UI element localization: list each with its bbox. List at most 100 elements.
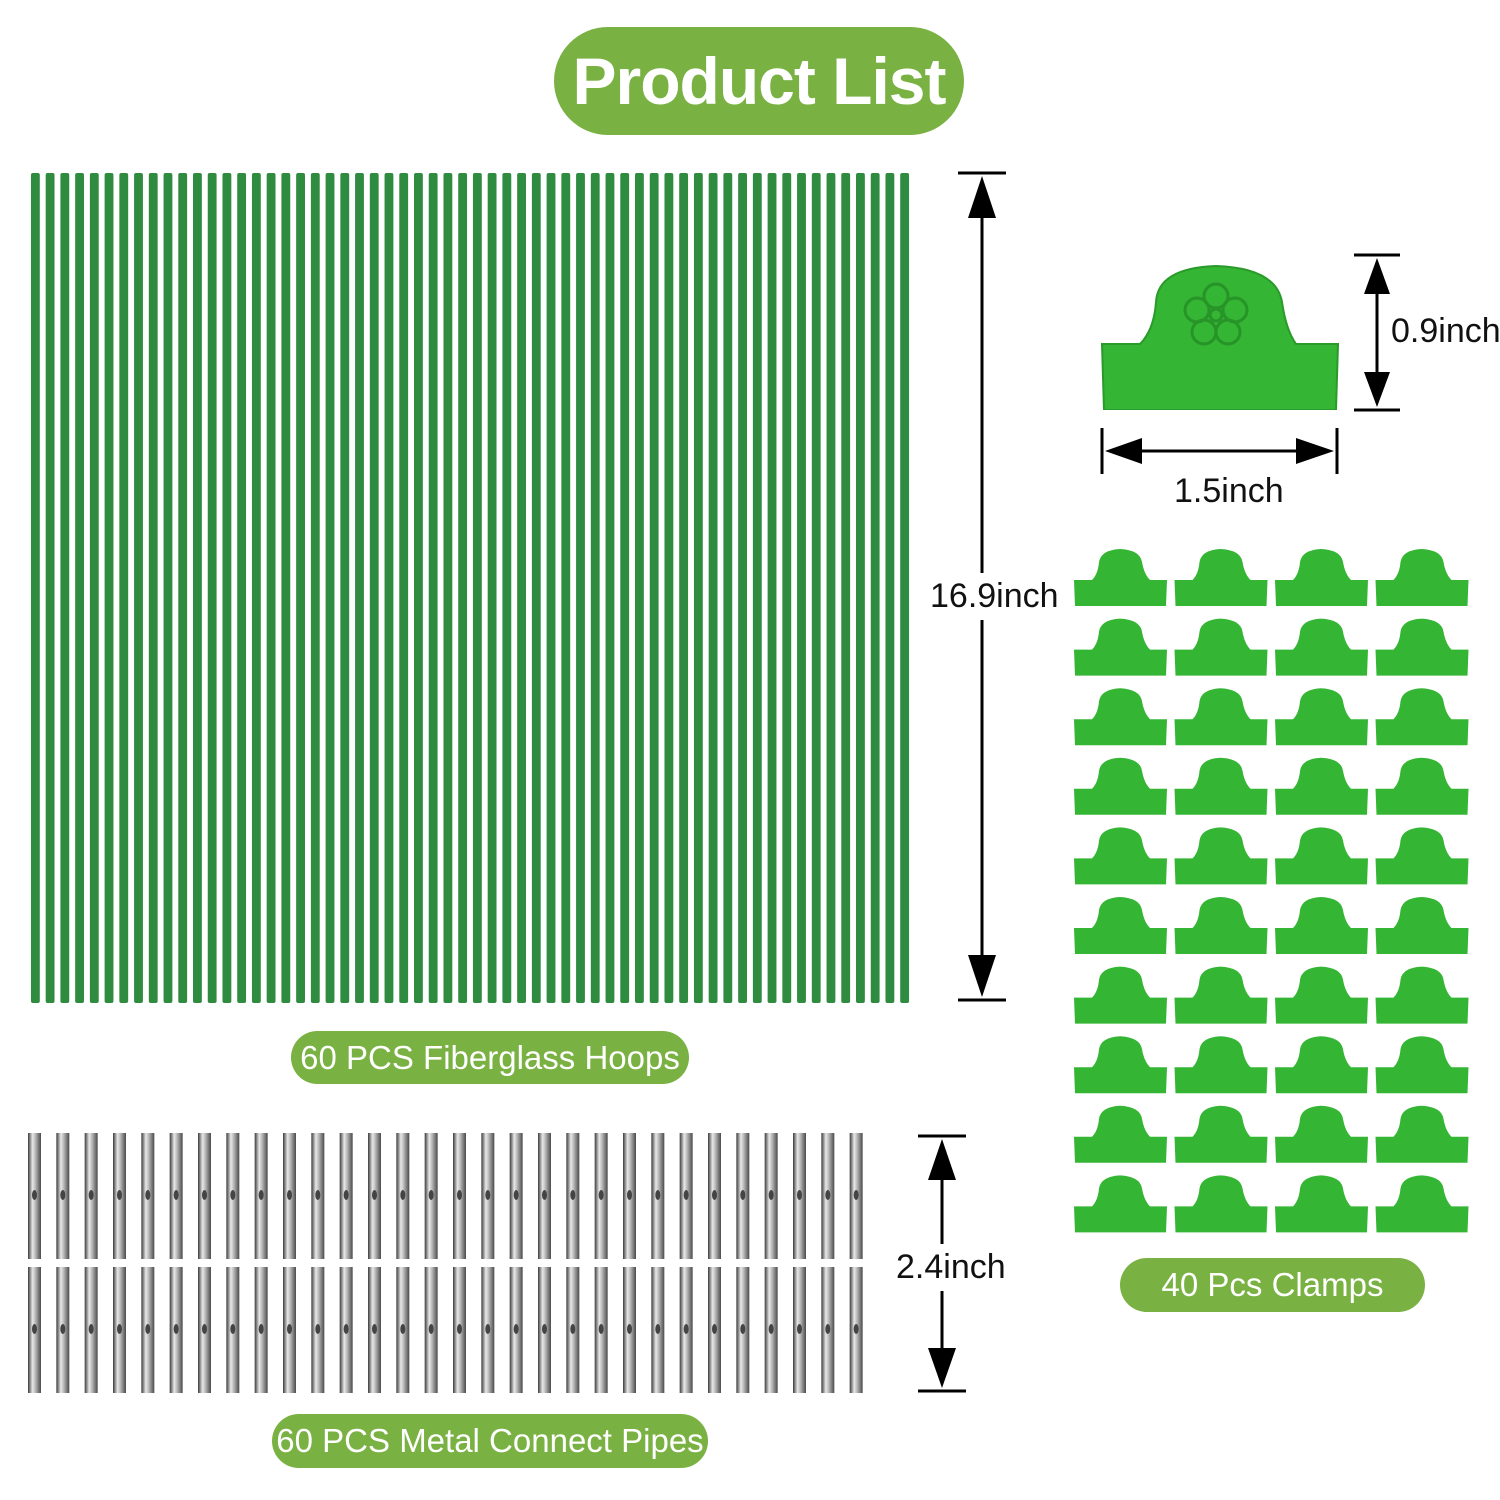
clamp	[1174, 1036, 1268, 1094]
fiberglass-rod	[826, 173, 836, 1003]
fiberglass-rod	[679, 173, 689, 1003]
clamp	[1174, 688, 1268, 746]
fiberglass-rod	[296, 173, 305, 1003]
fiberglass-rod	[738, 173, 747, 1003]
fiberglass-rod	[797, 173, 806, 1003]
clamp	[1174, 827, 1268, 885]
fiberglass-rod	[148, 173, 158, 1003]
metal-pipe	[849, 1133, 863, 1259]
metal-pipe	[84, 1267, 98, 1393]
metal-pipe	[169, 1267, 183, 1393]
double-arrow-icon	[1100, 428, 1339, 474]
metal-pipe	[821, 1133, 835, 1259]
fiberglass-rod	[664, 173, 674, 1003]
fiberglass-rod	[531, 173, 541, 1003]
metal-pipe	[396, 1133, 410, 1259]
clamp	[1375, 618, 1469, 676]
fiberglass-rod	[355, 173, 364, 1003]
metal-pipe	[594, 1267, 608, 1393]
clamp	[1174, 618, 1268, 676]
metal-pipe	[764, 1267, 778, 1393]
metal-pipe	[623, 1267, 636, 1393]
fiberglass-rod	[104, 173, 114, 1003]
clamp	[1275, 618, 1368, 676]
clamp	[1174, 549, 1268, 606]
metal-pipe	[283, 1267, 296, 1393]
fiberglass-rod	[782, 173, 792, 1003]
fiberglass-rod	[222, 173, 232, 1003]
clamp	[1375, 549, 1469, 606]
fiberglass-rod	[119, 173, 129, 1003]
clamp-height-label: 0.9inch	[1389, 310, 1500, 353]
fiberglass-rod	[487, 173, 497, 1003]
fiberglass-rod	[193, 173, 202, 1003]
metal-pipe	[566, 1133, 580, 1259]
metal-pipe	[651, 1267, 665, 1393]
clamp	[1074, 1105, 1167, 1163]
metal-pipe	[283, 1133, 296, 1259]
metal-pipe	[254, 1267, 268, 1393]
clamp	[1074, 897, 1167, 954]
clamp	[1275, 827, 1368, 885]
clamp	[1074, 966, 1167, 1024]
fiberglass-rod	[841, 173, 851, 1003]
metal-pipe	[708, 1133, 721, 1259]
fiberglass-rod	[178, 173, 188, 1003]
hoops-caption: 60 PCS Fiberglass Hoops	[291, 1031, 689, 1084]
clamp	[1174, 757, 1268, 815]
metal-pipe	[736, 1267, 750, 1393]
metal-pipe	[56, 1133, 70, 1259]
fiberglass-rod	[752, 173, 762, 1003]
metal-pipe	[623, 1133, 636, 1259]
flower-icon	[1183, 282, 1249, 346]
fiberglass-rod	[605, 173, 615, 1003]
metal-pipe	[368, 1267, 381, 1393]
clamp	[1174, 897, 1268, 954]
clamps-caption: 40 Pcs Clamps	[1120, 1258, 1425, 1312]
metal-pipe	[481, 1267, 495, 1393]
metal-pipe	[538, 1133, 551, 1259]
pipes-caption: 60 PCS Metal Connect Pipes	[272, 1414, 708, 1468]
fiberglass-rod	[30, 173, 40, 1003]
metal-pipe	[28, 1267, 41, 1393]
clamp	[1275, 549, 1368, 606]
clamp	[1275, 688, 1368, 746]
fiberglass-rod	[546, 173, 556, 1003]
metal-pipe	[198, 1267, 211, 1393]
clamp	[1375, 688, 1469, 746]
fiberglass-rod	[134, 173, 143, 1003]
clamp	[1275, 757, 1368, 815]
fiberglass-rod	[45, 173, 55, 1003]
metal-pipe	[736, 1133, 750, 1259]
metal-pipe	[396, 1267, 410, 1393]
fiberglass-rod	[649, 173, 659, 1003]
fiberglass-rod	[693, 173, 703, 1003]
fiberglass-rod	[502, 173, 512, 1003]
fiberglass-rod	[458, 173, 468, 1003]
clamp	[1174, 1175, 1268, 1233]
metal-pipe	[141, 1133, 155, 1259]
fiberglass-rod	[163, 173, 173, 1003]
fiberglass-rod	[428, 173, 438, 1003]
metal-pipe	[226, 1267, 240, 1393]
fiberglass-rod	[590, 173, 600, 1003]
fiberglass-rod	[576, 173, 585, 1003]
clamp	[1375, 757, 1469, 815]
metal-pipe	[453, 1133, 466, 1259]
metal-pipe	[594, 1133, 608, 1259]
fiberglass-rod	[310, 173, 320, 1003]
fiberglass-rod	[251, 173, 261, 1003]
metal-pipe	[141, 1267, 155, 1393]
clamp	[1375, 1036, 1469, 1094]
clamp	[1074, 1036, 1167, 1094]
clamp-width-label: 1.5inch	[1172, 470, 1286, 513]
metal-pipe	[764, 1133, 778, 1259]
clamp	[1074, 757, 1167, 815]
metal-pipe	[311, 1267, 325, 1393]
clamp	[1074, 1175, 1167, 1233]
clamp	[1275, 1036, 1368, 1094]
metal-pipe	[821, 1267, 835, 1393]
fiberglass-rod	[237, 173, 247, 1003]
hoop-length-label: 16.9inch	[928, 573, 1061, 620]
metal-pipe	[84, 1133, 98, 1259]
